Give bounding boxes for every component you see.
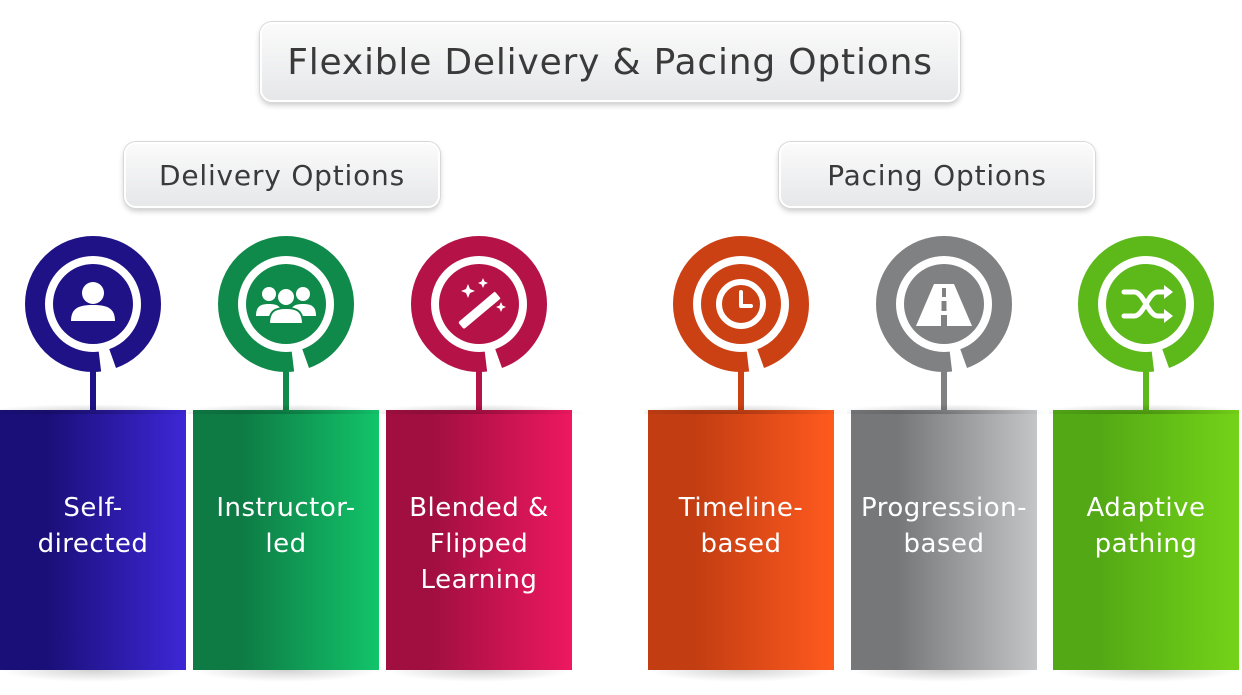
main-title: Flexible Delivery & Pacing Options bbox=[260, 22, 960, 102]
connector-stem bbox=[90, 358, 96, 410]
option-label: Blended & Flipped Learning bbox=[409, 493, 549, 595]
section-label-pacing: Pacing Options bbox=[779, 142, 1095, 208]
connector-stem bbox=[941, 358, 947, 410]
clock-icon bbox=[673, 236, 809, 372]
option-progression-based: Progression- based bbox=[847, 230, 1053, 682]
option-panel: Progression- based bbox=[847, 404, 1053, 682]
road-icon bbox=[876, 236, 1012, 372]
group-icon bbox=[218, 236, 354, 372]
person-icon bbox=[25, 236, 161, 372]
option-label: Adaptive pathing bbox=[1086, 493, 1206, 559]
magic-wand-icon bbox=[411, 236, 547, 372]
option-label: Self- directed bbox=[37, 493, 149, 559]
option-panel: Instructor- led bbox=[189, 404, 395, 682]
option-panel: Adaptive pathing bbox=[1049, 404, 1242, 682]
option-label: Timeline- based bbox=[678, 493, 804, 559]
option-panel: Timeline- based bbox=[644, 404, 850, 682]
connector-stem bbox=[476, 358, 482, 410]
connector-stem bbox=[283, 358, 289, 410]
option-instructor-led: Instructor- led bbox=[189, 230, 395, 682]
option-label: Progression- based bbox=[861, 493, 1027, 559]
connector-stem bbox=[738, 358, 744, 410]
option-timeline-based: Timeline- based bbox=[644, 230, 850, 682]
connector-stem bbox=[1143, 358, 1149, 410]
shuffle-icon bbox=[1078, 236, 1214, 372]
option-adaptive-pathing: Adaptive pathing bbox=[1049, 230, 1242, 682]
option-self-directed: Self- directed bbox=[0, 230, 202, 682]
section-label-delivery: Delivery Options bbox=[124, 142, 440, 208]
option-label: Instructor- led bbox=[216, 493, 356, 559]
option-blended-flipped: Blended & Flipped Learning bbox=[382, 230, 588, 682]
option-panel: Self- directed bbox=[0, 404, 202, 682]
option-panel: Blended & Flipped Learning bbox=[382, 404, 588, 682]
